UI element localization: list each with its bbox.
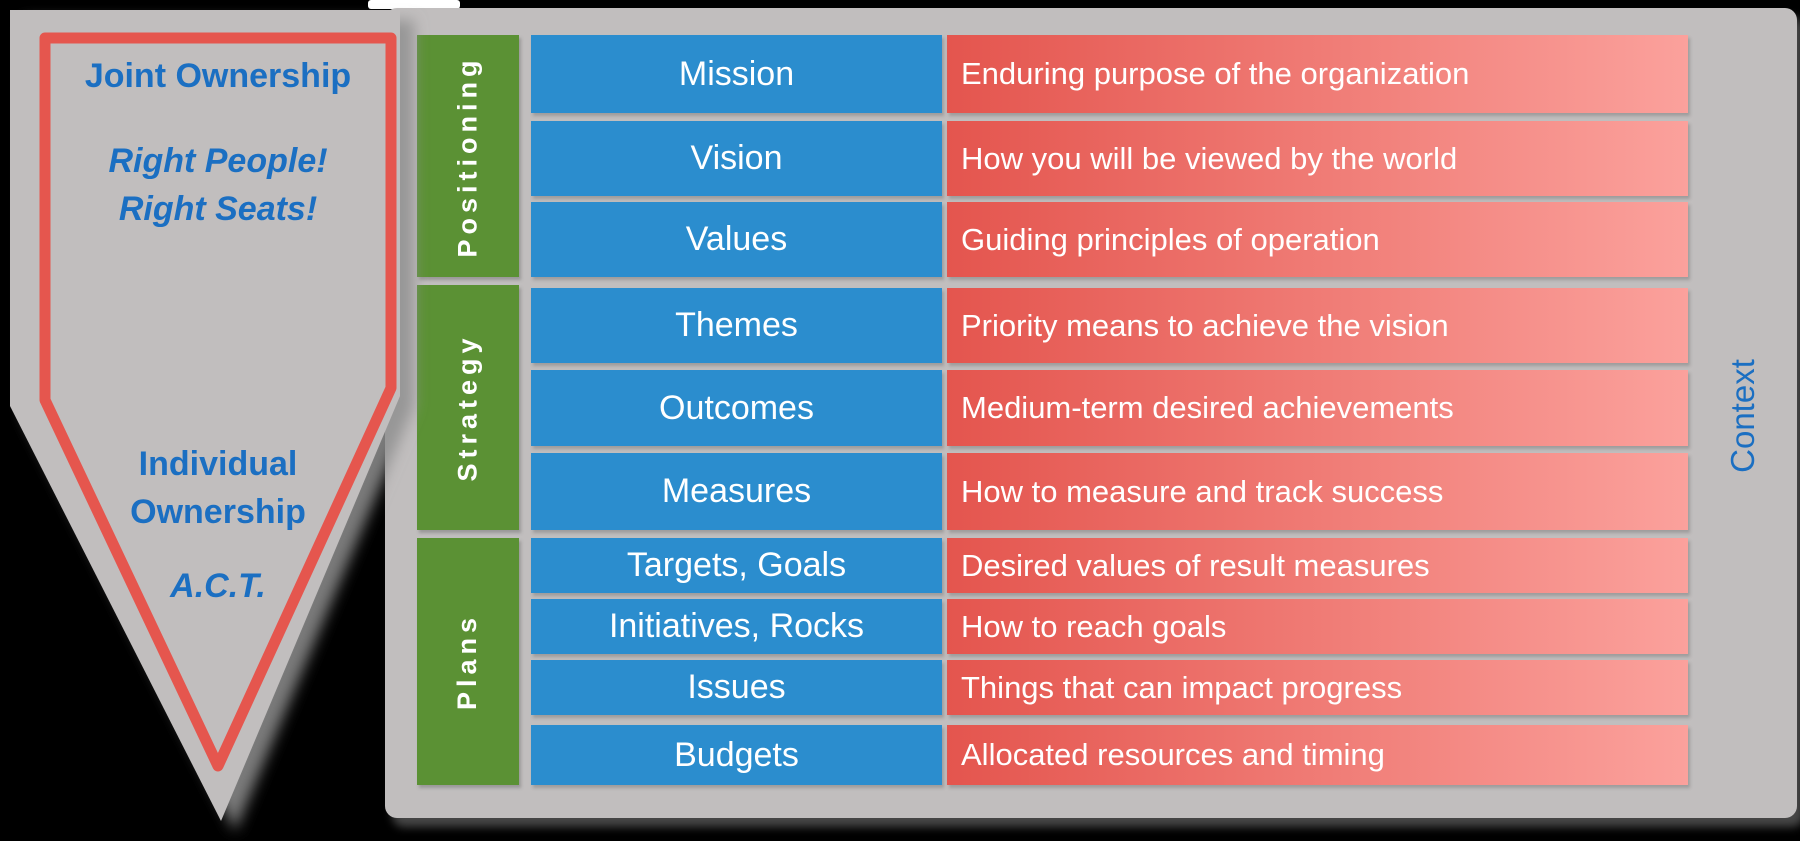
- section-plans-label: Plans: [452, 612, 483, 711]
- row-desc-targets: Desired values of result measures: [947, 538, 1688, 593]
- act-label: A.C.T.: [170, 567, 266, 605]
- row-desc-issues: Things that can impact progress: [947, 660, 1688, 715]
- row-desc-values: Guiding principles of operation: [947, 202, 1688, 277]
- row-label-themes: Themes: [531, 288, 942, 363]
- context-label-wrap: Context: [1705, 348, 1781, 484]
- row-desc-vision: How you will be viewed by the world: [947, 121, 1688, 196]
- top-edge-sliver: [368, 0, 460, 9]
- joint-ownership-label: Joint Ownership: [84, 57, 352, 95]
- right-seats-label: Right Seats!: [118, 190, 318, 228]
- row-desc-budgets: Allocated resources and timing: [947, 725, 1688, 785]
- row-label-values: Values: [531, 202, 942, 277]
- row-label-targets: Targets, Goals: [531, 538, 942, 593]
- section-positioning-label: Positioning: [452, 55, 483, 257]
- row-desc-outcomes: Medium-term desired achievements: [947, 370, 1688, 446]
- row-label-issues: Issues: [531, 660, 942, 715]
- pennant-red-border: [39, 32, 397, 772]
- row-label-measures: Measures: [531, 453, 942, 530]
- section-strategy-label: Strategy: [452, 333, 483, 482]
- section-positioning: Positioning: [417, 35, 519, 277]
- row-label-vision: Vision: [531, 121, 942, 196]
- row-desc-mission: Enduring purpose of the organization: [947, 35, 1688, 113]
- context-label: Context: [1724, 359, 1762, 473]
- row-desc-measures: How to measure and track success: [947, 453, 1688, 530]
- row-label-outcomes: Outcomes: [531, 370, 942, 446]
- right-people-label: Right People!: [108, 142, 328, 180]
- individual-label: Individual: [138, 445, 298, 483]
- row-label-initiatives: Initiatives, Rocks: [531, 599, 942, 654]
- section-strategy: Strategy: [417, 285, 519, 530]
- section-plans: Plans: [417, 538, 519, 785]
- individual-ownership-label: Ownership: [130, 493, 306, 531]
- pennant-gray-body: [10, 10, 400, 821]
- row-label-budgets: Budgets: [531, 725, 942, 785]
- row-desc-initiatives: How to reach goals: [947, 599, 1688, 654]
- row-desc-themes: Priority means to achieve the vision: [947, 288, 1688, 363]
- row-label-mission: Mission: [531, 35, 942, 113]
- ownership-pennant-shape: [10, 10, 400, 821]
